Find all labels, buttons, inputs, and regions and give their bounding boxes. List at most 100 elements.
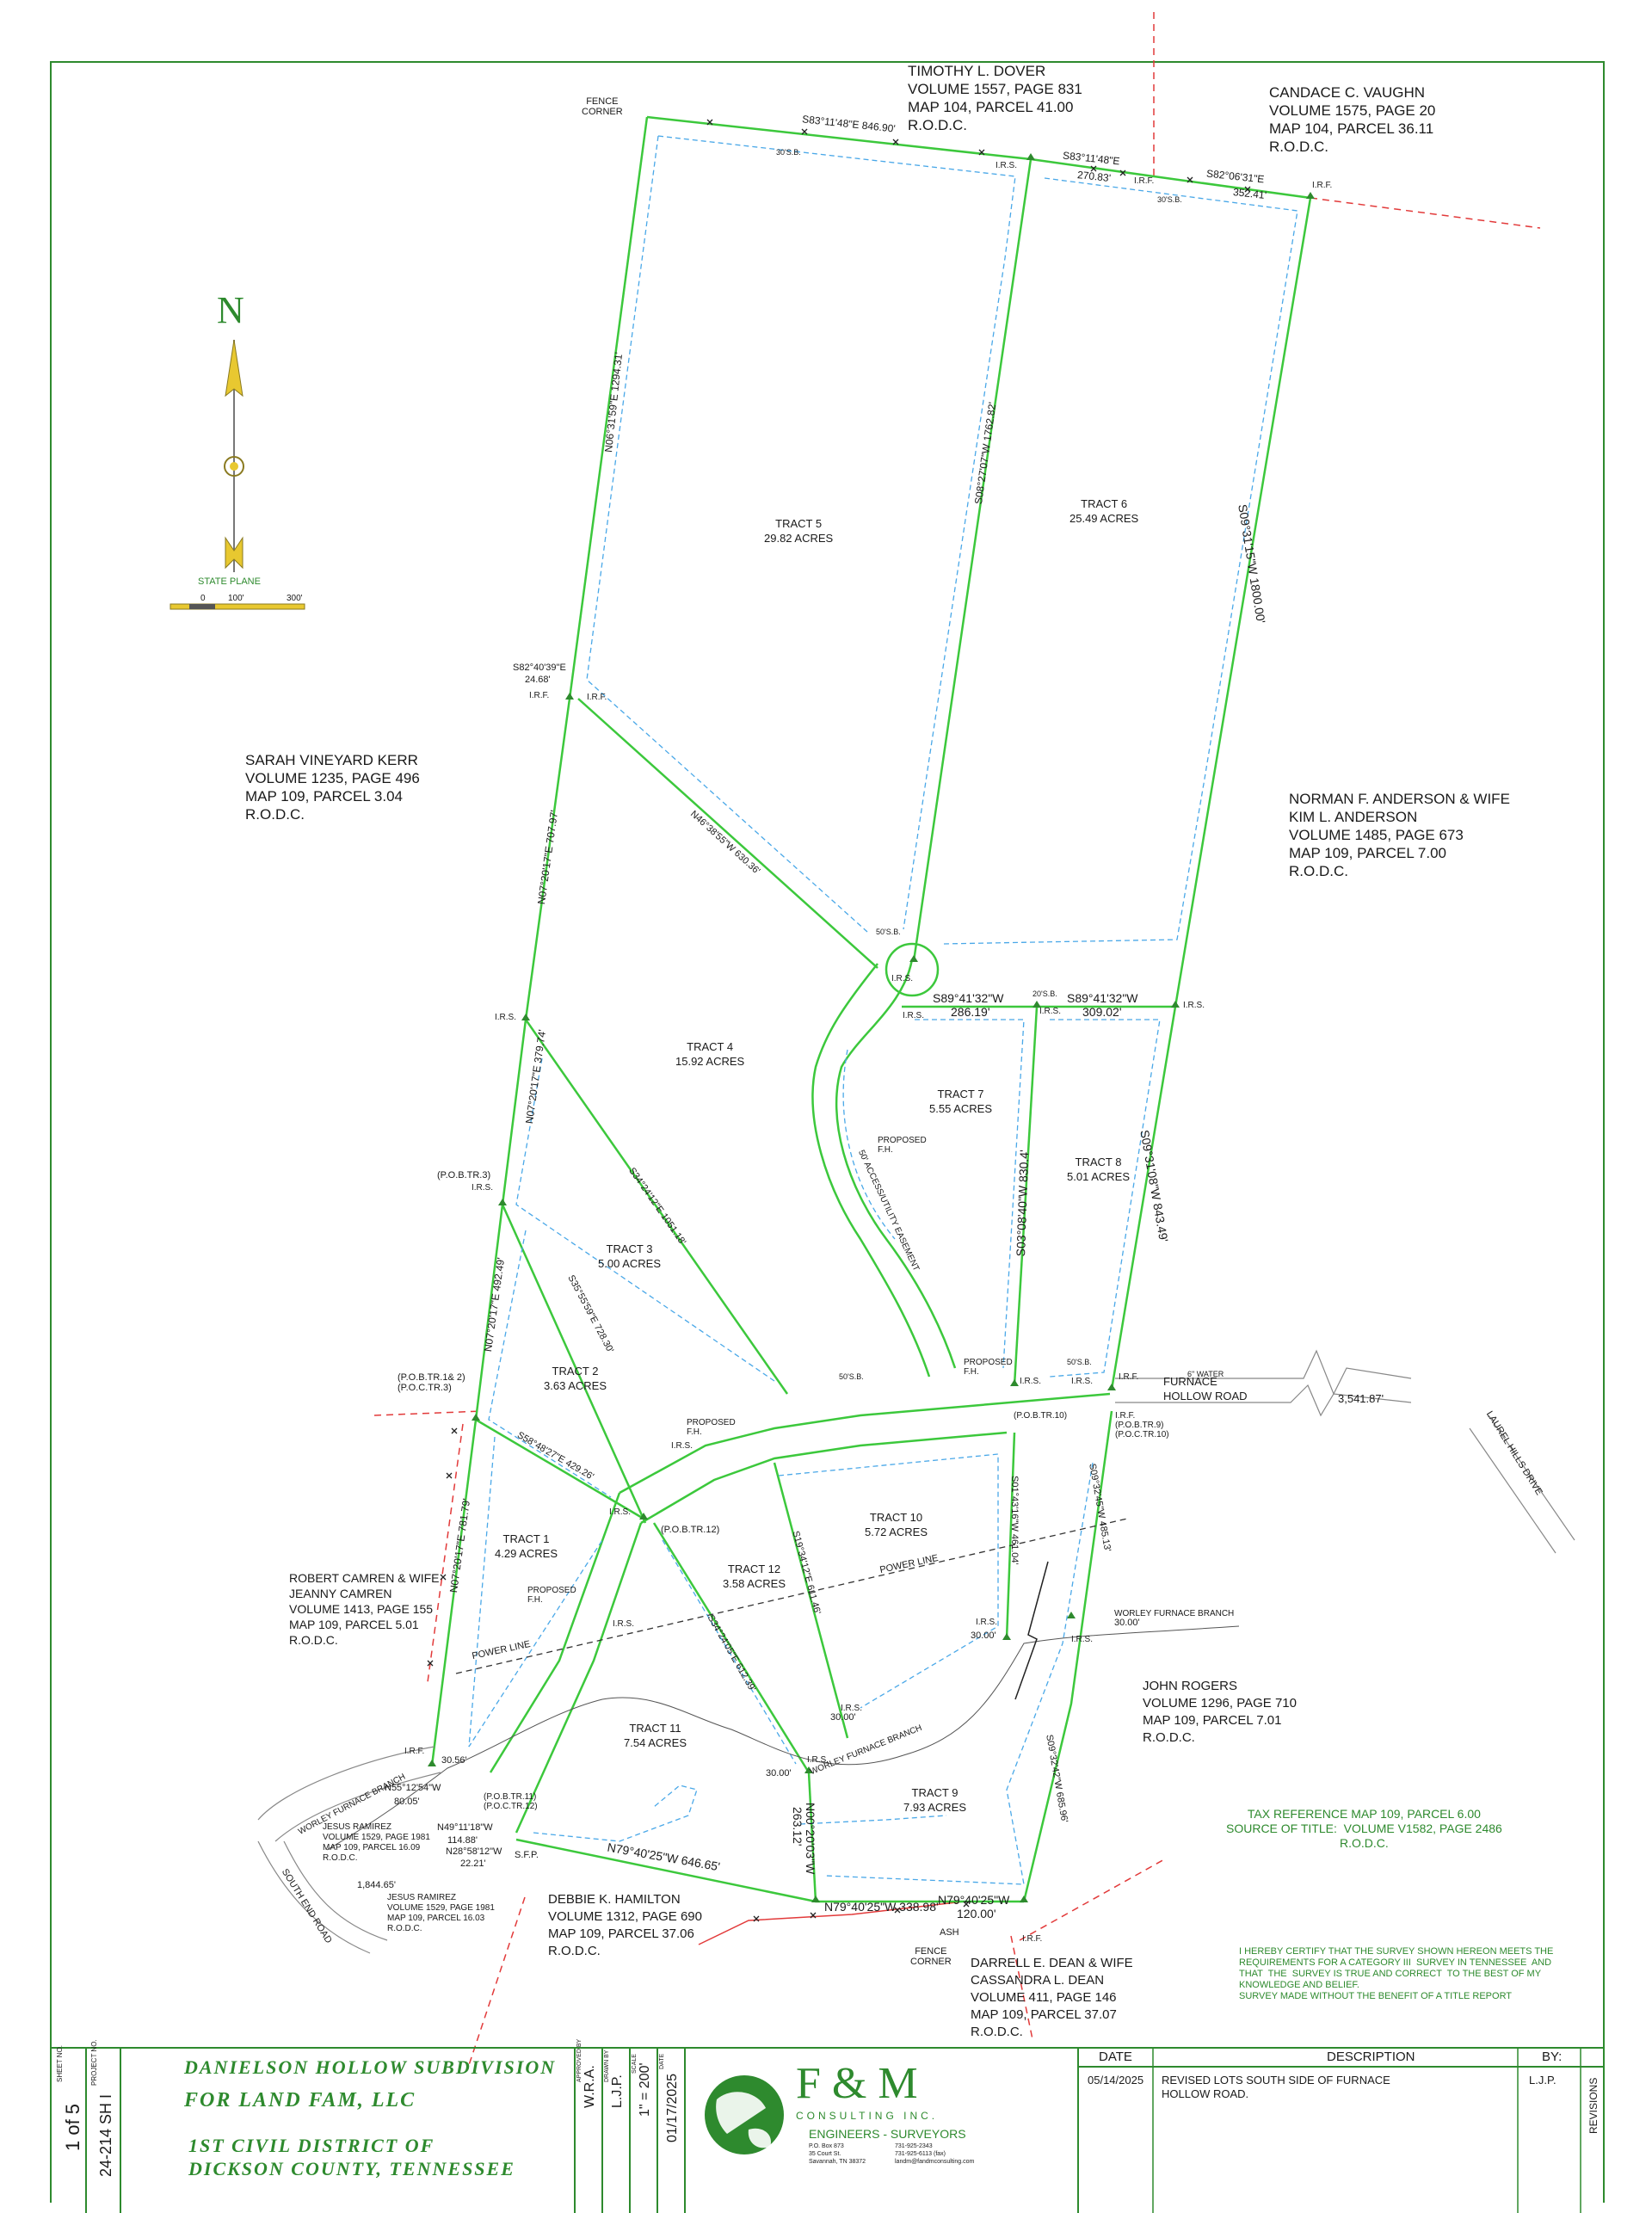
- irf-label: I.R.F.: [404, 1747, 425, 1756]
- title-block: SHEET NO. 1 of 5 PROJECT NO. 24-214 SH I…: [51, 2039, 1604, 2213]
- irs-label: I.R.S.: [609, 1507, 632, 1517]
- setback-30-label: 30'S.B.: [776, 148, 801, 157]
- fence-corner-bottom: FENCE CORNER: [910, 1946, 952, 1967]
- owner-dover: TIMOTHY L. DOVER VOLUME 1557, PAGE 831 M…: [908, 63, 1082, 133]
- irs-label: I.R.S.: [891, 974, 914, 983]
- irs-label: I.R.S.: [976, 1618, 998, 1627]
- tract-boundaries: [430, 115, 1312, 1903]
- scale-cell: SCALE 1" = 200': [629, 2048, 658, 2213]
- owner-ramirez-1: JESUS RAMIREZ VOLUME 1529, PAGE 1981 MAP…: [323, 1822, 430, 1863]
- irs-label: I.R.S.: [495, 1013, 517, 1022]
- bearing-n28-dist: 22.21': [460, 1859, 486, 1869]
- bearing-s89a-dist: 286.19': [951, 1005, 990, 1019]
- company-name: F & M: [796, 2059, 918, 2108]
- water-line-label: 6" WATER: [1187, 1370, 1224, 1378]
- creek-break: [1014, 1561, 1049, 1700]
- dist-3541: 3,541.87': [1338, 1392, 1384, 1405]
- proposed-fh-4: PROPOSED F.H.: [527, 1586, 576, 1605]
- company-address: P.O. Box 873 35 Court St. Savannah, TN 3…: [809, 2143, 866, 2165]
- rev-row-by: L.J.P.: [1529, 2074, 1556, 2087]
- sheet-no: 1 of 5: [62, 2103, 83, 2151]
- project-title-line-3: 1ST CIVIL DISTRICT OF: [188, 2135, 435, 2156]
- date-value: 01/17/2025: [665, 2073, 680, 2142]
- setback-30-label: 30'S.B.: [1157, 195, 1182, 204]
- irf-label: I.R.F.: [1022, 1934, 1043, 1944]
- irs-label: I.R.S.: [841, 1704, 863, 1713]
- bearing-s01: S01°43'16"W 461.04': [1009, 1476, 1020, 1565]
- rev-col-by: BY:: [1542, 2050, 1563, 2064]
- project-title-line-4: DICKSON COUNTY, TENNESSEE: [188, 2158, 515, 2179]
- sfp-label: S.F.P.: [515, 1850, 539, 1860]
- tract-1: TRACT 1 4.29 ACRES: [495, 1532, 558, 1560]
- worley-branch-2: WORLEY FURNACE BRANCH: [1114, 1609, 1235, 1618]
- dist-30-56: 30.56': [441, 1755, 467, 1766]
- setback-50-label: 50'S.B.: [876, 928, 901, 936]
- bearing-n49-dist: 114.88': [447, 1835, 478, 1846]
- bearing-n00-dist: 263.12': [791, 1807, 804, 1846]
- irf-label: I.R.F.: [1134, 176, 1155, 186]
- dist-30-00-d: 30.00': [766, 1768, 792, 1778]
- bearing-n55: N55°12'54"W: [385, 1783, 441, 1793]
- scale-value: 1" = 200': [638, 2062, 652, 2117]
- irf-label: I.R.F.: [587, 693, 607, 702]
- bearing-n49: N49°11'18"W: [437, 1822, 493, 1833]
- irs-label: I.R.S.: [903, 1011, 925, 1020]
- setback-lines: [468, 135, 1298, 1885]
- project-title-line-2: FOR LAND FAM, LLC: [184, 2089, 416, 2111]
- proposed-fh-2: PROPOSED F.H.: [964, 1358, 1013, 1377]
- proposed-fh-1: PROPOSED F.H.: [878, 1136, 927, 1155]
- irf-label: I.R.F.: [1119, 1372, 1139, 1382]
- project-title-line-1: DANIELSON HOLLOW SUBDIVISION: [184, 2056, 557, 2078]
- drawn-cell: DRAWN BY L.J.P.: [601, 2048, 631, 2213]
- bearing-n55-dist: 80.05': [394, 1797, 420, 1807]
- tract-3: TRACT 3 5.00 ACRES: [598, 1242, 661, 1270]
- company-sub: CONSULTING INC.: [796, 2110, 939, 2122]
- scale-300: 300': [287, 594, 303, 603]
- tract-2: TRACT 2 3.63 ACRES: [544, 1365, 607, 1392]
- bearing-n79b: N79°40'25"W 338.98': [824, 1900, 939, 1914]
- tract-7: TRACT 7 5.55 ACRES: [929, 1088, 992, 1115]
- scale-0: 0: [200, 594, 206, 603]
- bearing-s89b-dist: 309.02': [1082, 1005, 1122, 1019]
- irs-label: I.R.S.: [1183, 1001, 1205, 1010]
- owner-camren: ROBERT CAMREN & WIFE JEANNY CAMREN VOLUM…: [289, 1571, 440, 1647]
- irs-label: I.R.S.: [1020, 1377, 1042, 1386]
- tract-8: TRACT 8 5.01 ACRES: [1067, 1156, 1130, 1183]
- pob-tr12: (P.O.B.TR.1& 2) (P.O.C.TR.3): [398, 1372, 465, 1393]
- revisions-grid: [1077, 2048, 1604, 2213]
- company-tagline: ENGINEERS - SURVEYORS: [809, 2127, 966, 2141]
- north-letter: N: [217, 289, 244, 331]
- owner-kerr: SARAH VINEYARD KERR VOLUME 1235, PAGE 49…: [245, 752, 420, 823]
- survey-monuments: [428, 153, 1315, 1902]
- road-furnace-hollow: FURNACE HOLLOW ROAD: [1163, 1375, 1248, 1402]
- rev-col-date: DATE: [1099, 2050, 1132, 2064]
- owner-hamilton: DEBBIE K. HAMILTON VOLUME 1312, PAGE 690…: [548, 1892, 702, 1958]
- company-cell: F & M CONSULTING INC. ENGINEERS - SURVEY…: [684, 2048, 1079, 2213]
- irs-label: I.R.S.: [1039, 1007, 1062, 1016]
- fence-corner-top: FENCE CORNER: [582, 96, 623, 117]
- rev-row-date: 05/14/2025: [1088, 2074, 1144, 2087]
- pob-tr12b: (P.O.B.TR.12): [661, 1525, 720, 1535]
- tract-9: TRACT 9 7.93 ACRES: [903, 1786, 966, 1814]
- fence-line: [698, 1901, 965, 1945]
- setback-20-label: 20'S.B.: [1032, 989, 1057, 998]
- bearing-n00: N00°20'03"W: [804, 1803, 817, 1875]
- company-phone: 731-925-2343 731-925-6113 (fax) landm@fa…: [895, 2143, 975, 2165]
- ash-label: ASH: [940, 1927, 959, 1938]
- irs-label: I.R.S.: [613, 1619, 635, 1629]
- project-no-cell: PROJECT NO. 24-214 SH I: [85, 2039, 121, 2213]
- bearing-n28: N28°58'12"W: [446, 1846, 502, 1857]
- tract-12: TRACT 12 3.58 ACRES: [723, 1563, 786, 1590]
- state-plane-caption: STATE PLANE: [198, 576, 261, 587]
- irs-label: I.R.S.: [996, 161, 1018, 170]
- bearing-n79c: N79°40'25"W: [938, 1893, 1010, 1907]
- pob-tr10: (P.O.B.TR.10): [1014, 1411, 1068, 1421]
- tract-5: TRACT 5 29.82 ACRES: [764, 517, 834, 545]
- setback-50-label: 50'S.B.: [839, 1372, 864, 1381]
- irs-label: I.R.S.: [1071, 1635, 1094, 1644]
- revisions-table: DATE DESCRIPTION BY: 05/14/2025 REVISED …: [1077, 2048, 1604, 2213]
- owner-anderson: NORMAN F. ANDERSON & WIFE KIM L. ANDERSO…: [1289, 791, 1510, 879]
- adjoining-lines: [373, 12, 1541, 2066]
- creek: [326, 1625, 1240, 1851]
- approved-label: APPROVED BY: [576, 2038, 583, 2082]
